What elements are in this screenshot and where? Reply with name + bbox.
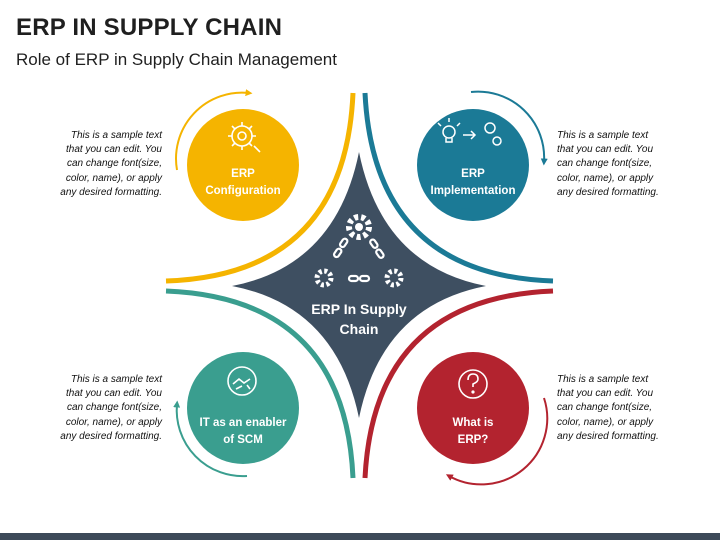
- note-line: any desired formatting.: [60, 186, 162, 198]
- node-label-it-enabler-line2: of SCM: [223, 434, 263, 446]
- note-line: color, name), or apply: [65, 172, 162, 184]
- node-circle-it-enabler[interactable]: [187, 352, 299, 464]
- frame-curve-bottom-right: [362, 288, 554, 479]
- node-label-erp-configuration-line2: Configuration: [205, 185, 280, 197]
- note-top-left: This is a sample text that you can edit.…: [24, 129, 162, 200]
- frame-curve-top-left: [165, 92, 356, 284]
- node-circle-erp-configuration[interactable]: [187, 109, 299, 221]
- note-line: This is a sample text: [557, 374, 649, 385]
- note-line: that you can edit. You: [65, 388, 162, 400]
- note-line: any desired formatting.: [557, 186, 659, 198]
- node-label-what-is-erp-line1: What is: [453, 417, 494, 429]
- center-star: [232, 152, 486, 418]
- arrow-top-right: [470, 90, 548, 166]
- gears-chain-icon: [314, 214, 404, 288]
- node-circle-erp-implementation[interactable]: [417, 109, 529, 221]
- center-label-line1: ERP In Supply: [311, 301, 407, 317]
- note-top-right: This is a sample text that you can edit.…: [557, 129, 695, 200]
- note-line: can change font(size,: [557, 402, 653, 414]
- handshake-icon: [227, 366, 257, 396]
- note-line: color, name), or apply: [557, 172, 654, 184]
- note-line: that you can edit. You: [557, 144, 654, 156]
- node-label-erp-implementation-line2: Implementation: [431, 185, 516, 197]
- note-line: This is a sample text: [70, 374, 162, 385]
- page-title: ERP IN SUPPLY CHAIN: [16, 14, 283, 41]
- note-line: can change font(size,: [557, 158, 653, 170]
- arrow-top-left: [175, 89, 253, 171]
- page-subtitle: Role of ERP in Supply Chain Management: [16, 50, 337, 69]
- note-bottom-right: This is a sample text that you can edit.…: [557, 373, 695, 444]
- footer-bar: [0, 533, 720, 540]
- note-line: any desired formatting.: [557, 430, 659, 442]
- note-line: that you can edit. You: [557, 388, 654, 400]
- idea-to-gears-icon: [437, 118, 502, 146]
- note-line: This is a sample text: [557, 130, 649, 141]
- node-circle-what-is-erp[interactable]: [417, 352, 529, 464]
- note-line: that you can edit. You: [65, 144, 162, 156]
- note-line: This is a sample text: [70, 130, 162, 141]
- node-label-erp-configuration-line1: ERP: [231, 168, 255, 180]
- note-line: can change font(size,: [66, 402, 162, 414]
- note-line: any desired formatting.: [60, 430, 162, 442]
- note-line: can change font(size,: [66, 158, 162, 170]
- note-line: color, name), or apply: [65, 416, 162, 428]
- frame-curve-top-right: [362, 92, 554, 284]
- note-line: color, name), or apply: [557, 416, 654, 428]
- arrow-bottom-right: [445, 397, 549, 486]
- question-icon: [458, 369, 488, 399]
- center-label-line2: Chain: [340, 321, 379, 337]
- node-label-erp-implementation-line1: ERP: [461, 168, 485, 180]
- arrow-bottom-left: [173, 400, 248, 478]
- gear-wrench-icon: [228, 122, 261, 153]
- node-label-what-is-erp-line2: ERP?: [458, 434, 489, 446]
- frame-curve-bottom-left: [165, 288, 356, 479]
- node-label-it-enabler-line1: IT as an enabler: [200, 417, 287, 429]
- note-bottom-left: This is a sample text that you can edit.…: [24, 373, 162, 444]
